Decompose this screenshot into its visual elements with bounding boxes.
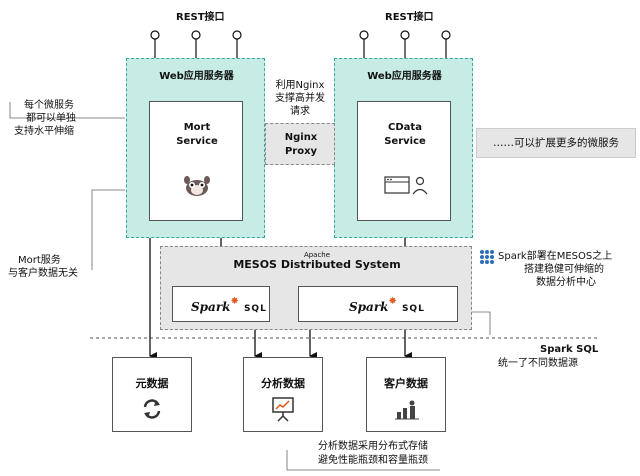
microservice-note-line1: 每个微服务 [24,100,74,111]
mort-note-line1: Mort服务 [18,255,61,266]
bottom-note-line2: 避免性能瓶颈和容量瓶颈 [318,455,428,466]
mort-note-line2: 与客户数据无关 [8,268,78,279]
microservice-note-line3: 支持水平伸缩 [14,126,74,137]
mesos-note-line3: 数据分析中心 [536,277,596,288]
customer-data-label: 客户数据 [384,377,428,390]
mesos-note-line1: Spark部署在MESOS之上 [498,251,613,262]
nginx-proxy-line2: Proxy [284,146,318,157]
rest-pins-right [359,30,451,58]
nginx-note-line2: 支撑高并发 [275,93,325,104]
spark-sql-note-line2: 统一了不同数据源 [498,358,578,369]
analysis-data-box: 分析数据 [243,357,323,432]
spark-sql-note-line1: Spark SQL [540,344,599,355]
nginx-note-line1: 利用Nginx [275,80,325,91]
mort-mascot-icon [184,176,210,196]
meta-data-box: 元数据 [112,357,192,432]
sql-wordmark: SQL [243,304,267,314]
rest-label-left: REST接口 [176,12,225,23]
cdata-service-line2: Service [384,136,426,147]
web-server-right-title: Web应用服务器 [367,71,442,82]
spark-wordmark: Spark [191,300,231,314]
browser-user-icon [384,176,428,195]
expand-note: ……可以扩展更多的微服务 [493,137,619,149]
microservice-note-line2: 都可以单独 [26,113,76,124]
mesos-logo-icon [480,250,494,264]
mesos-apache-label: Apache [303,251,331,259]
bottom-note-line1: 分析数据采用分布式存储 [318,441,428,452]
analysis-data-label: 分析数据 [261,377,305,390]
rest-label-right: REST接口 [385,12,434,23]
spark-wordmark: Spark [349,300,389,314]
spark-sql-logo-left: Spark✸ SQL [191,296,267,315]
nginx-proxy-box: Nginx Proxy [265,123,335,165]
mesos-title: MESOS Distributed System [233,258,401,271]
refresh-icon [143,399,161,419]
spark-star-icon: ✸ [388,296,397,307]
mort-service-line2: Service [176,136,218,147]
presentation-chart-icon [272,397,294,422]
cdata-service-box: CData Service [357,101,451,221]
web-server-left-title: Web应用服务器 [159,71,234,82]
spark-sql-logo-right: Spark✸ SQL [349,296,425,315]
meta-data-label: 元数据 [135,377,169,390]
mort-service-line1: Mort [183,122,211,133]
rest-pins-left [150,30,242,58]
spark-star-icon: ✸ [230,296,239,307]
customer-data-box: 客户数据 [366,357,446,432]
spark-sql-box-right: Spark✸ SQL [298,286,458,322]
sql-wordmark: SQL [401,304,425,314]
expand-note-box: ……可以扩展更多的微服务 [476,128,636,158]
spark-sql-box-left: Spark✸ SQL [172,286,270,322]
web-server-left: Web应用服务器 Mort Service [126,58,265,238]
mesos-note-line2: 搭建稳健可伸缩的 [524,264,604,275]
web-server-right: Web应用服务器 CData Service [334,58,473,238]
mort-service-box: Mort Service [149,101,243,221]
business-growth-icon [395,400,419,420]
nginx-proxy-line1: Nginx [284,132,318,143]
cdata-service-line1: CData [388,122,422,133]
nginx-note-line3: 请求 [290,106,310,117]
